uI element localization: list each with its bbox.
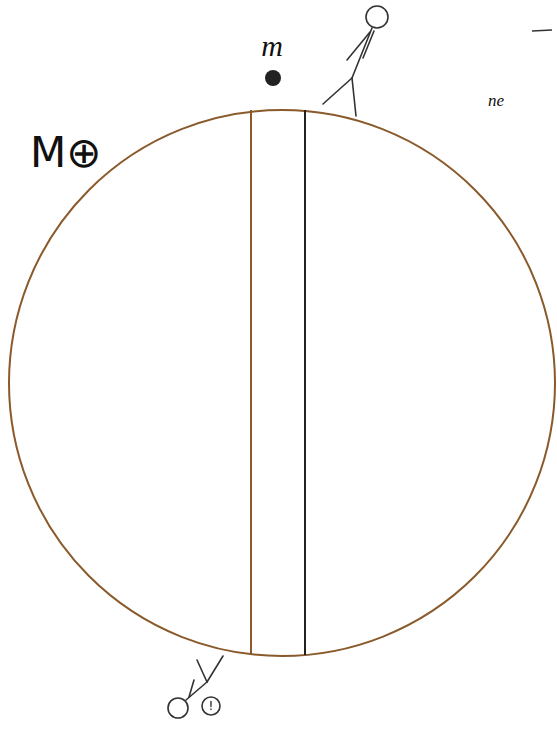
person-top [323, 6, 388, 116]
mass-dot [265, 70, 281, 86]
text-label: M⊕ [30, 132, 101, 174]
person-bottom [168, 656, 223, 718]
cropped-mark [532, 30, 552, 31]
tunnel-wall [250, 110, 252, 655]
text-label: ne [488, 92, 504, 109]
earth-outline [9, 110, 555, 656]
tunnel-wall [304, 110, 306, 655]
text-label: m [261, 31, 283, 61]
exclamation-mark: ! [209, 700, 214, 712]
